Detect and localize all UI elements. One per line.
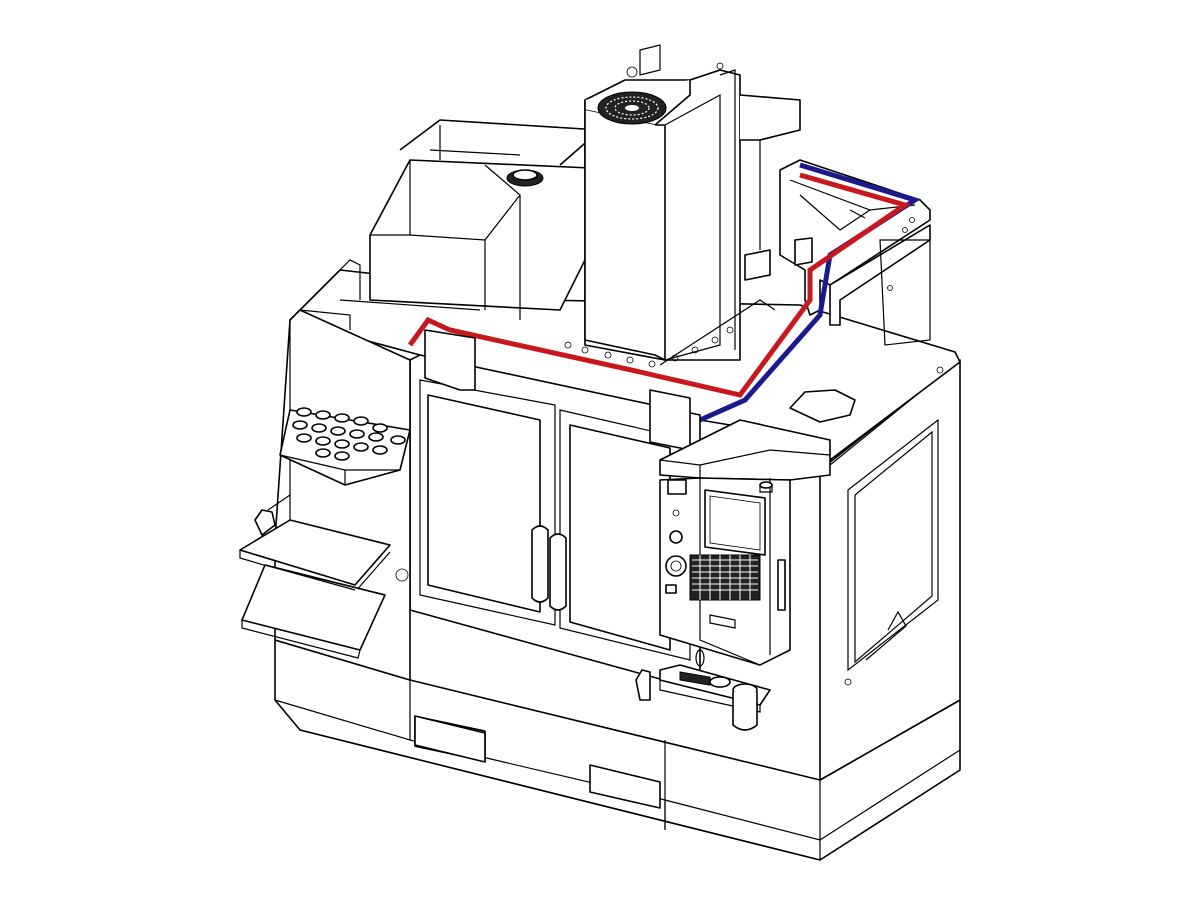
tool-holder-tray bbox=[279, 407, 411, 486]
power-button[interactable] bbox=[669, 530, 683, 544]
pendant-keypad[interactable] bbox=[689, 554, 761, 601]
side-hook bbox=[635, 669, 651, 701]
door-handle-left[interactable] bbox=[531, 525, 549, 603]
control-pendant bbox=[659, 419, 831, 666]
tool-changer bbox=[369, 119, 601, 320]
shelf-clamp[interactable] bbox=[254, 494, 291, 536]
cable-route-blue bbox=[698, 162, 921, 423]
estop-button[interactable] bbox=[759, 481, 773, 493]
utility-tray bbox=[635, 649, 771, 731]
front-shelf bbox=[239, 494, 391, 659]
machine-base bbox=[274, 639, 961, 861]
spindle-column bbox=[564, 44, 801, 368]
cable-route-red bbox=[407, 172, 911, 398]
column-bolts bbox=[564, 326, 734, 368]
door-handle-right[interactable] bbox=[549, 533, 567, 611]
tool-carousel-gear bbox=[506, 169, 544, 187]
pendant-screen bbox=[704, 489, 766, 556]
jog-handle-knob[interactable] bbox=[665, 555, 687, 577]
tool-pocket-holes bbox=[292, 407, 406, 461]
spindle-fan-grille bbox=[597, 91, 667, 125]
pendant-usb-panel bbox=[665, 479, 786, 611]
front-doors bbox=[409, 329, 701, 691]
